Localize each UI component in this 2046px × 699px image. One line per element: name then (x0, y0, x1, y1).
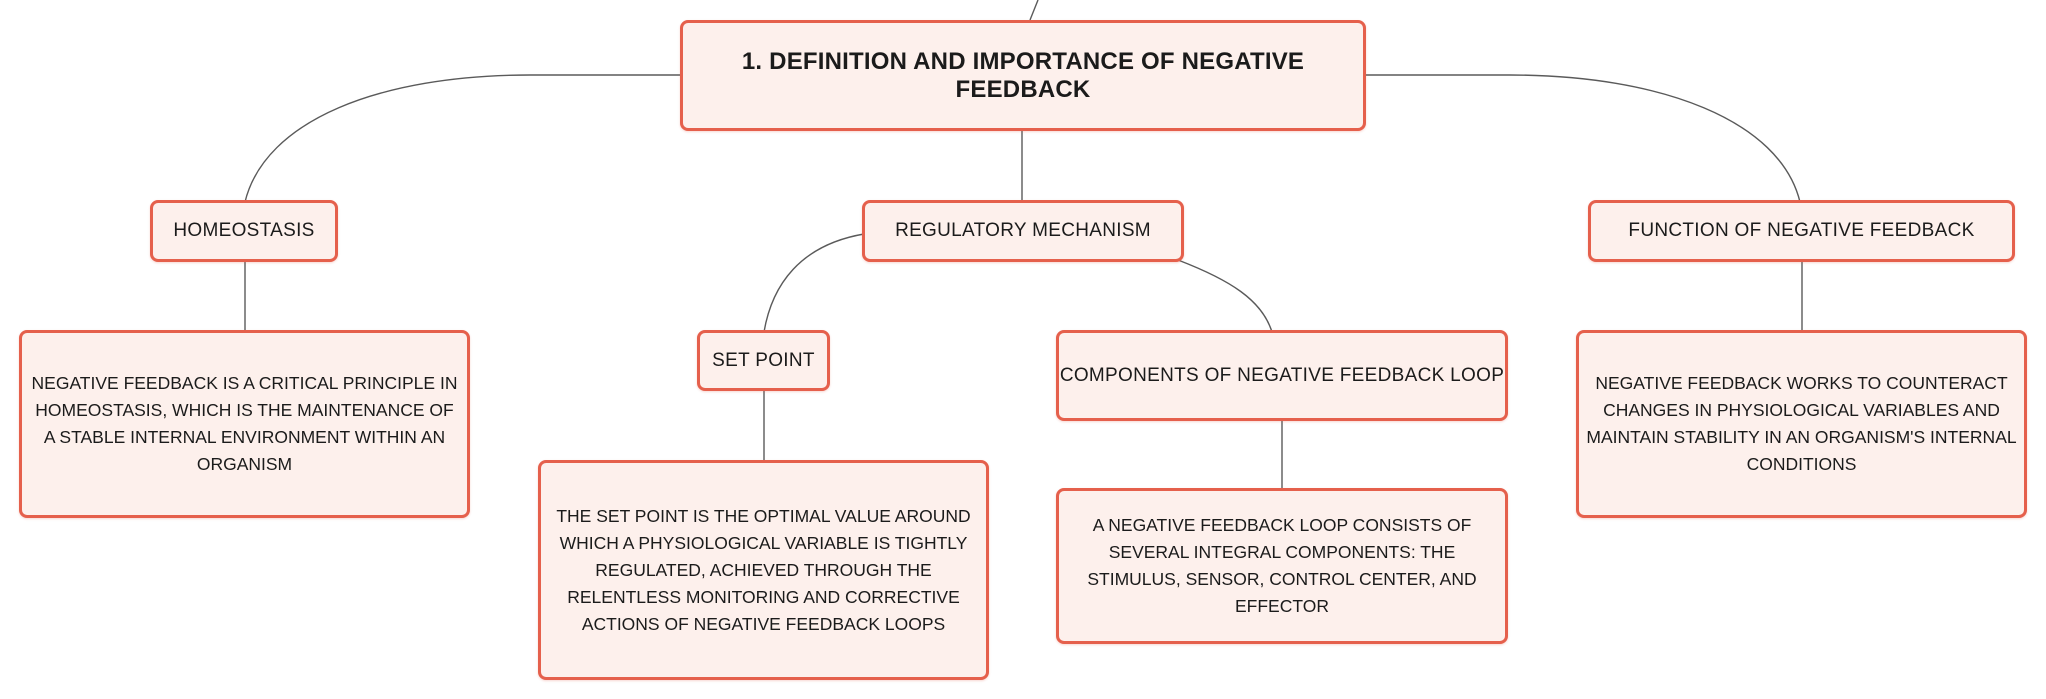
connector-root-to-homeostasis (244, 74, 680, 203)
detail-function[interactable]: NEGATIVE FEEDBACK WORKS TO COUNTERACT CH… (1576, 330, 2027, 518)
connector-root-to-function (1366, 74, 1801, 203)
detail-homeostasis-text: NEGATIVE FEEDBACK IS A CRITICAL PRINCIPL… (31, 373, 458, 474)
connector-parent-to-root (1029, 0, 1039, 21)
topic-components-label: COMPONENTS OF NEGATIVE FEEDBACK LOOP (1059, 364, 1505, 386)
topic-function-of-negative-feedback[interactable]: FUNCTION OF NEGATIVE FEEDBACK (1588, 200, 2015, 262)
detail-components[interactable]: A NEGATIVE FEEDBACK LOOP CONSISTS OF SEV… (1056, 488, 1508, 644)
detail-set-point[interactable]: THE SET POINT IS THE OPTIMAL VALUE AROUN… (538, 460, 989, 680)
topic-regulatory-mechanism-label: REGULATORY MECHANISM (895, 220, 1151, 241)
detail-homeostasis[interactable]: NEGATIVE FEEDBACK IS A CRITICAL PRINCIPL… (19, 330, 470, 518)
detail-function-text: NEGATIVE FEEDBACK WORKS TO COUNTERACT CH… (1586, 373, 2017, 474)
connector-regulatory-to-components (1177, 259, 1273, 333)
topic-components-of-negative-feedback-loop[interactable]: COMPONENTS OF NEGATIVE FEEDBACK LOOP (1056, 330, 1508, 421)
topic-homeostasis-label: HOMEOSTASIS (173, 220, 315, 241)
root-topic-node[interactable]: 1. DEFINITION AND IMPORTANCE OF NEGATIVE… (680, 20, 1366, 131)
topic-homeostasis[interactable]: HOMEOSTASIS (150, 200, 338, 262)
detail-set-point-text: THE SET POINT IS THE OPTIMAL VALUE AROUN… (556, 505, 971, 634)
root-topic-label: 1. DEFINITION AND IMPORTANCE OF NEGATIVE… (741, 47, 1305, 103)
topic-set-point-label: SET POINT (712, 349, 815, 371)
topic-set-point[interactable]: SET POINT (697, 330, 830, 391)
topic-function-label: FUNCTION OF NEGATIVE FEEDBACK (1628, 220, 1975, 241)
topic-regulatory-mechanism[interactable]: REGULATORY MECHANISM (862, 200, 1184, 262)
detail-components-text: A NEGATIVE FEEDBACK LOOP CONSISTS OF SEV… (1087, 515, 1477, 616)
connector-regulatory-to-set-point (763, 233, 865, 333)
